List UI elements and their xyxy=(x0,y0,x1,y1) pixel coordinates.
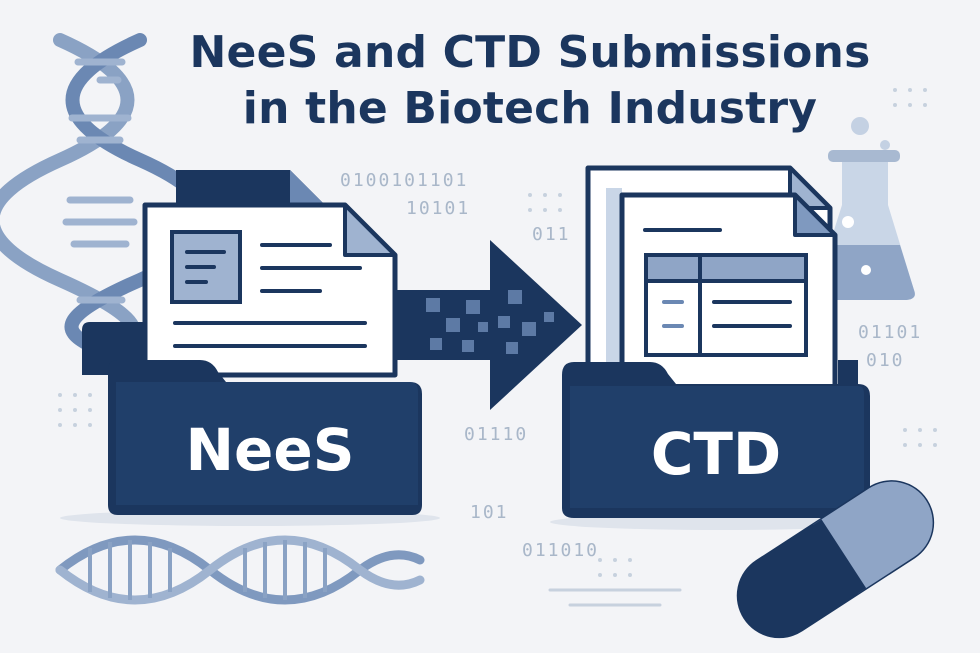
binary-text: 01101 xyxy=(858,322,923,343)
page-title: NeeS and CTD Submissions in the Biotech … xyxy=(140,25,920,137)
ctd-folder-label: CTD xyxy=(650,420,782,488)
dot-pattern xyxy=(58,88,937,577)
binary-text: 101 xyxy=(470,502,509,523)
binary-text: 10101 xyxy=(406,198,471,219)
title-line-1: NeeS and CTD Submissions xyxy=(189,27,871,78)
binary-text: 011010 xyxy=(522,540,600,561)
binary-text: 01110 xyxy=(464,424,529,445)
dna-helix-horizontal-icon xyxy=(55,535,425,605)
capsule-pill-icon xyxy=(736,480,935,639)
ctd-folder-icon xyxy=(550,165,890,530)
lab-flask-icon xyxy=(814,117,915,300)
binary-text: 0100101101 xyxy=(340,170,469,191)
accent-lines xyxy=(548,588,682,607)
binary-text: 010 xyxy=(866,350,905,371)
arrow-right-icon xyxy=(395,240,582,410)
binary-text: 011 xyxy=(532,224,571,245)
nees-folder-label: NeeS xyxy=(185,416,355,484)
nees-folder-icon xyxy=(60,170,440,526)
title-line-2: in the Biotech Industry xyxy=(242,83,818,134)
